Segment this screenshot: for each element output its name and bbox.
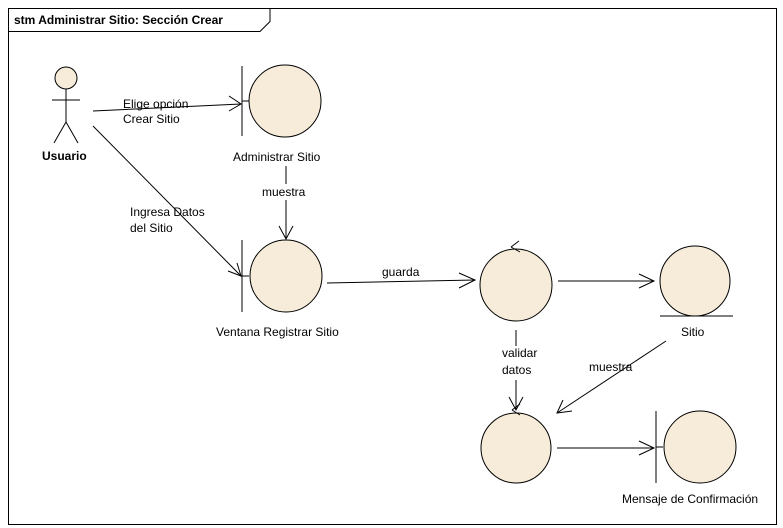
edge-elige-label-1: Elige opción — [123, 97, 188, 111]
edge-control-sitio[interactable] — [558, 273, 656, 289]
edge-validar-datos[interactable]: validar datos — [502, 330, 537, 412]
administrar-sitio-label: Administrar Sitio — [233, 150, 321, 164]
edge-elige-label-2: Crear Sitio — [123, 112, 180, 126]
actor-usuario[interactable]: Usuario — [42, 66, 87, 163]
boundary-administrar-sitio[interactable]: Administrar Sitio — [233, 64, 322, 164]
edge-muestra-mensaje[interactable]: muestra — [556, 340, 667, 414]
boundary-ventana-registrar-sitio[interactable]: Ventana Registrar Sitio — [216, 239, 339, 339]
control-validar[interactable] — [479, 240, 553, 322]
edge-muestra-right-label: muestra — [589, 360, 633, 374]
actor-head — [54, 66, 78, 90]
diagram-frame — [8, 8, 777, 525]
edge-muestra-ventana[interactable]: muestra — [262, 166, 306, 241]
control-confirmar[interactable] — [480, 403, 552, 484]
sitio-label: Sitio — [681, 325, 705, 339]
frame-title-tab — [8, 8, 271, 32]
edge-ingresa-datos[interactable]: Ingresa Datos del Sitio — [92, 125, 242, 277]
edge-elige-opcion[interactable]: Elige opción Crear Sitio — [92, 95, 242, 126]
edge-validar-label-2: datos — [502, 363, 531, 377]
edge-validar-label-1: validar — [502, 346, 537, 360]
edge-guarda[interactable]: guarda — [326, 265, 477, 289]
edge-control-mensaje[interactable] — [557, 440, 656, 456]
mensaje-label: Mensaje de Confirmación — [622, 492, 758, 506]
edge-ingresa-label-2: del Sitio — [130, 221, 173, 235]
boundary-mensaje-confirmacion[interactable]: Mensaje de Confirmación — [622, 410, 758, 506]
ventana-registrar-label: Ventana Registrar Sitio — [216, 325, 339, 339]
control-arrow-mark — [510, 240, 521, 253]
edge-guarda-label: guarda — [382, 265, 420, 279]
actor-label: Usuario — [42, 149, 87, 163]
entity-sitio[interactable]: Sitio — [659, 245, 733, 339]
edge-muestra-top-label: muestra — [262, 185, 306, 199]
frame-title: stm Administrar Sitio: Sección Crear — [14, 13, 223, 27]
edge-ingresa-label-1: Ingresa Datos — [130, 205, 205, 219]
